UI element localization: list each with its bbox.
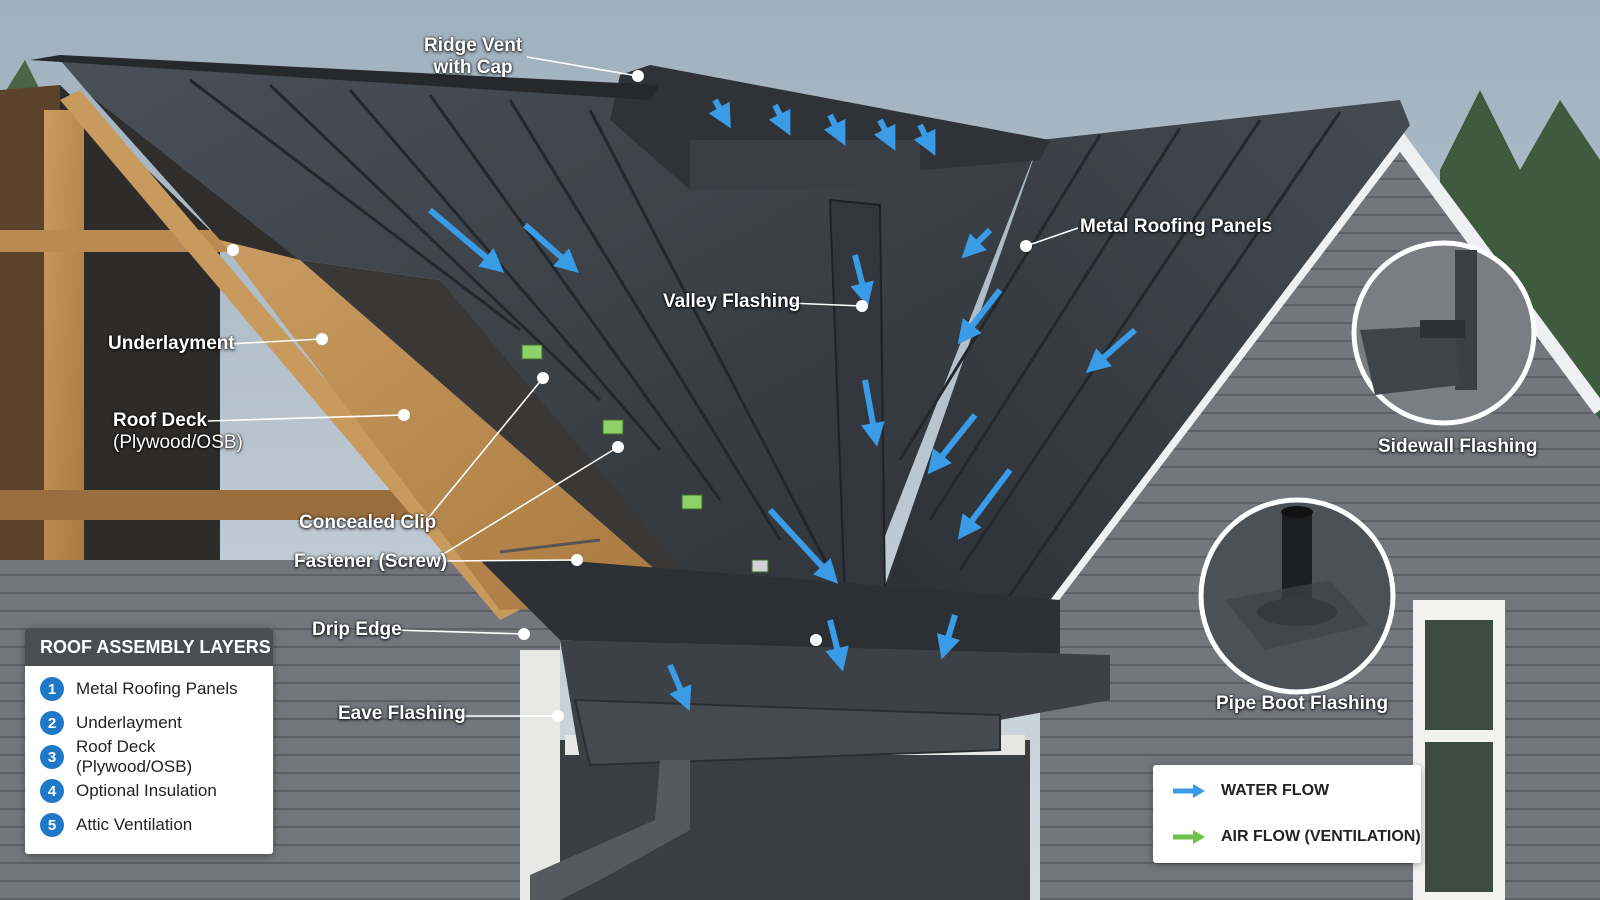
legend-item-label: Roof Deck (Plywood/OSB) [76,737,193,776]
right-roof-panels [880,100,1410,640]
drip-edge [480,560,1060,660]
ridge-vent-label-line2: with Cap [433,57,513,78]
callout-sidewall-flashing: Sidewall Flashing [1378,436,1538,457]
legend-item-label: Optional Insulation [76,781,217,800]
legend-item-label: Underlayment [76,713,182,732]
callout-dots [227,70,1032,722]
callout-ridge-vent: Ridge Vent with Cap [424,35,522,79]
flow-key: WATER FLOW AIR FLOW (VENTILATION) [1153,765,1421,863]
underlayment [300,260,720,600]
roof-deck-sublabel: (Plywood/OSB) [113,432,243,453]
callout-underlayment: Underlayment [108,333,235,354]
water-flow-arrows [428,98,1137,712]
roof-assembly-legend: ROOF ASSEMBLY LAYERS 1 Metal Roofing Pan… [25,628,273,854]
air-flow-arrow-icon [1173,830,1205,844]
legend-item-label: Attic Ventilation [76,815,193,834]
collar-tie [0,230,230,252]
callout-eave-flashing: Eave Flashing [338,703,466,724]
legend-title: ROOF ASSEMBLY LAYERS [25,628,273,666]
ridge-vent-label-line1: Ridge Vent [424,35,523,56]
rafter-post [44,110,84,560]
callout-roof-deck: Roof Deck (Plywood/OSB) [113,410,243,454]
callout-drip-edge: Drip Edge [312,619,402,640]
water-flow-arrow-icon [1173,784,1205,798]
leader-lines [207,56,1079,717]
pipe-boot-flashing-inset [1198,497,1396,695]
ridge-cap-left [30,55,660,100]
flow-key-air: AIR FLOW (VENTILATION) [1153,817,1421,857]
air-flow-label: AIR FLOW (VENTILATION) [1221,828,1421,845]
roof-deck-label: Roof Deck [113,410,207,431]
legend-number-badge: 5 [40,813,64,837]
legend-number-badge: 3 [40,745,64,769]
rafter [60,90,520,620]
lower-wall [560,740,1030,900]
legend-item-label: Metal Roofing Panels [76,679,238,698]
callout-concealed-clip: Concealed Clip [299,512,437,533]
callout-fastener: Fastener (Screw) [294,551,448,572]
sidewall-flashing-inset [1351,240,1537,426]
ridge-cap [690,140,920,190]
legend-item: 3 Roof Deck (Plywood/OSB) [25,737,273,776]
legend-number-badge: 2 [40,711,64,735]
fastener-screw [499,538,601,554]
callout-pipe-boot-flashing: Pipe Boot Flashing [1216,693,1389,714]
legend-item: 5 Attic Ventilation [25,808,273,842]
legend-number-badge: 4 [40,779,64,803]
legend-item: 2 Underlayment [25,706,273,740]
left-roof-panels [60,60,1040,600]
legend-item: 4 Optional Insulation [25,774,273,808]
roof-deck [220,240,690,610]
downspout [530,760,690,900]
water-flow-label: WATER FLOW [1221,782,1330,799]
legend-item: 1 Metal Roofing Panels [25,672,273,706]
concealed-clips [521,344,769,573]
left-panel-seams [189,78,832,571]
legend-number-badge: 1 [40,677,64,701]
callout-valley-flashing: Valley Flashing [663,291,801,312]
corner-trim [520,650,560,900]
flow-key-water: WATER FLOW [1153,771,1421,811]
callout-metal-roofing-panels: Metal Roofing Panels [1080,216,1273,237]
right-panel-seams [898,111,1342,611]
gutter [573,698,1001,767]
attic-insulation [60,85,220,560]
